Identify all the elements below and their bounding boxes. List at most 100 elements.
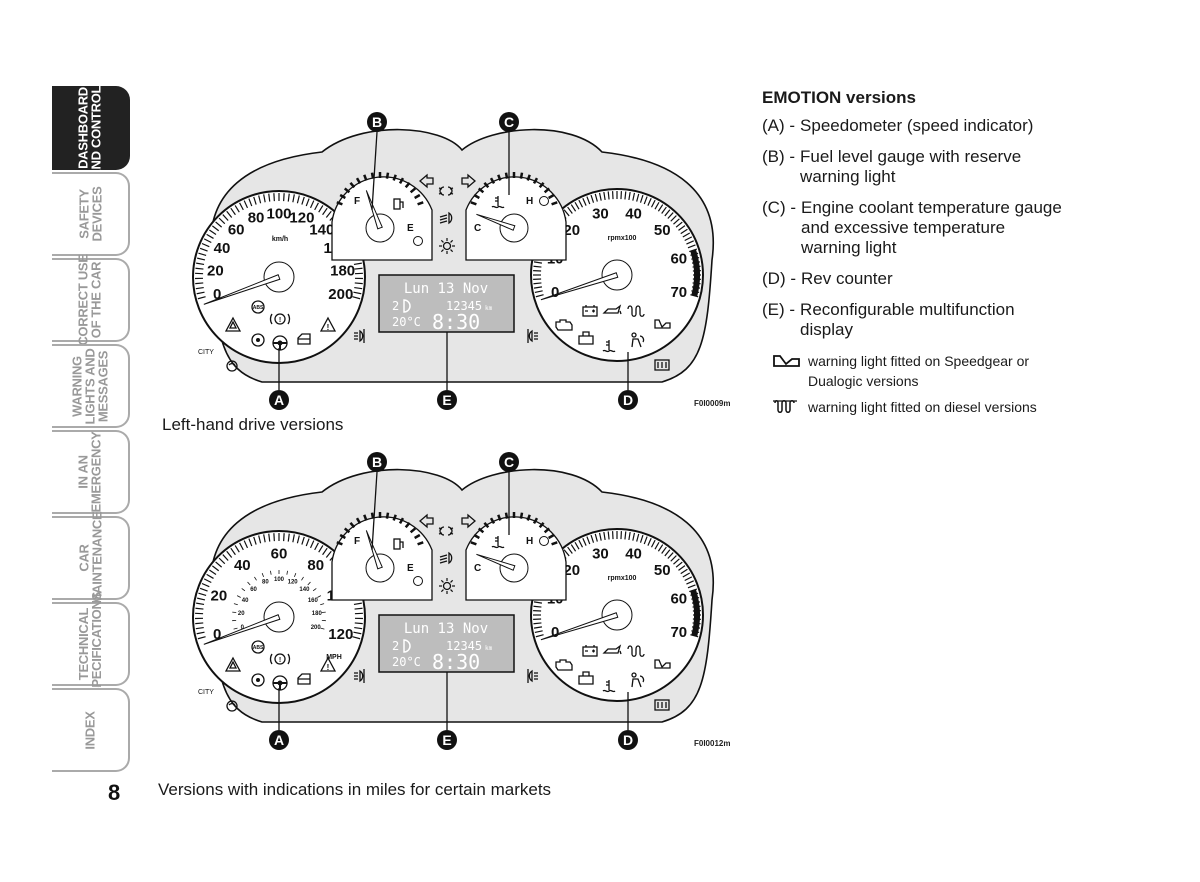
rev-needle [540,612,619,641]
callout-d-label: D [623,732,633,748]
speedo-tick [292,534,295,543]
speedo-inner-tick [320,603,325,606]
legend-text: Speedometer (speed indicator) [800,116,1034,135]
speedo-tick [199,587,208,592]
callout-a-marker [269,730,289,750]
hazard-icon [224,656,242,672]
rev-tick [661,206,667,214]
callout-a-label: A [274,392,284,408]
speedo-tick [197,257,206,261]
legend-text: Reconfigurable multifunction display [800,300,1015,339]
speedo-label: 60 [228,222,245,239]
callout-b-marker [367,452,387,472]
speedo-inner-tick [312,588,317,592]
fuel-tick [404,181,411,189]
tab-dashboard-and-controls[interactable]: DASHBOARD AND CONTROLS [52,77,130,179]
rev-label: 70 [670,624,687,641]
fuel-pump-icon [393,198,404,210]
legend-text: Engine coolant temperature gauge and exc… [800,198,1062,257]
tab-technical-specifications[interactable]: TECHNICAL SPECIFICATIONS [52,592,130,696]
speedo-label: 20 [211,587,228,604]
speedo-tick [268,193,271,202]
speedo-tick [197,636,206,640]
speedo-tick [218,557,226,565]
speedo-tick [253,536,257,545]
speedo-tick [230,547,236,556]
fuel-full-label: F [354,536,360,547]
temp-warning-light [539,196,549,206]
speedo-tick [287,193,290,202]
tab-in-an-emergency[interactable]: IN AN EMERGENCY [52,430,130,514]
rev-tick [654,541,660,550]
speedo-tick [325,210,332,218]
speedo-label: 100 [266,205,291,222]
speedo-inner-label: 160 [308,598,319,604]
tab-safety-devices[interactable]: SAFETY DEVICES [52,172,130,256]
rev-needle [540,272,619,301]
speedo-tick [292,194,295,203]
rear-window-icon [654,699,670,711]
callout-c-label: C [504,454,514,470]
city-label: CITY [198,349,214,356]
caption-miles: Versions with indications in miles for c… [158,780,552,799]
speedo-inner-tick [301,576,304,581]
speedo-inner-tick [233,627,238,630]
rev-tick [535,634,544,638]
speedo-inner-label: 40 [242,598,249,604]
fuel-tick [370,172,375,179]
temp-tick [473,193,480,200]
fuel-tick [355,517,362,524]
speedometer: 0204060801001200204060801001201401601802… [192,530,366,712]
abs-icon: ABS [251,300,265,314]
speedo-tick [263,194,266,203]
section-heading: EMOTION versions [762,88,916,107]
rev-tick [570,544,577,552]
display-date: Lun 13 Nov [404,621,488,637]
speedo-tick [318,205,324,213]
speedo-tick [203,578,212,584]
speedo-tick [197,296,206,300]
glow-plug-icon [627,645,645,657]
abs-icon: ABS [251,640,265,654]
speedo-tick [305,538,310,547]
callout-b-label: B [372,454,382,470]
speedo-tick [222,554,229,561]
callout-e-marker [437,390,457,410]
temp-tick [548,193,555,200]
figure-code: F0I0012m [694,739,730,748]
tab-warning-lights-and-messages[interactable]: WARNING LIGHTS AND MESSAGES [52,344,130,428]
engine-icon [555,319,573,331]
tab-car-maintenance[interactable]: CAR MAINTENANCE [52,512,130,604]
turn-left-icon [419,173,434,189]
fuel-tick [343,527,351,534]
rev-tick [664,209,671,217]
speedo-label: 0 [213,626,221,643]
temp-tick [538,181,545,189]
speedo-tick [195,622,204,625]
rev-tick [667,552,674,559]
steer-warn-icon [251,673,265,687]
tab-correct-use-of-the-car[interactable]: CORRECT USE OF THE CAR [52,254,130,346]
fuel-empty-label: E [407,563,414,574]
speedo-tick [354,626,363,630]
speedo-tick [263,534,266,543]
speedo-tick [222,214,229,221]
rev-tick [678,225,686,231]
rev-tick [586,196,591,205]
tab-label: DASHBOARD AND CONTROLS [76,77,104,179]
speedo-tick [196,631,205,635]
rev-label: 50 [654,222,671,239]
rev-tick [590,534,595,543]
tab-label: CORRECT USE OF THE CAR [76,254,105,346]
rev-tick [533,601,543,604]
rev-tick [689,588,698,593]
tab-index[interactable]: INDEX [52,688,130,772]
tab-label: TECHNICAL SPECIFICATIONS [76,592,104,696]
speedo-needle [203,274,281,305]
rev-tick [686,240,694,245]
legend-key: (C) - [762,198,796,217]
speedo-inner-label: 120 [288,580,299,586]
fog-front-icon [527,329,538,343]
rev-tick [628,531,631,541]
